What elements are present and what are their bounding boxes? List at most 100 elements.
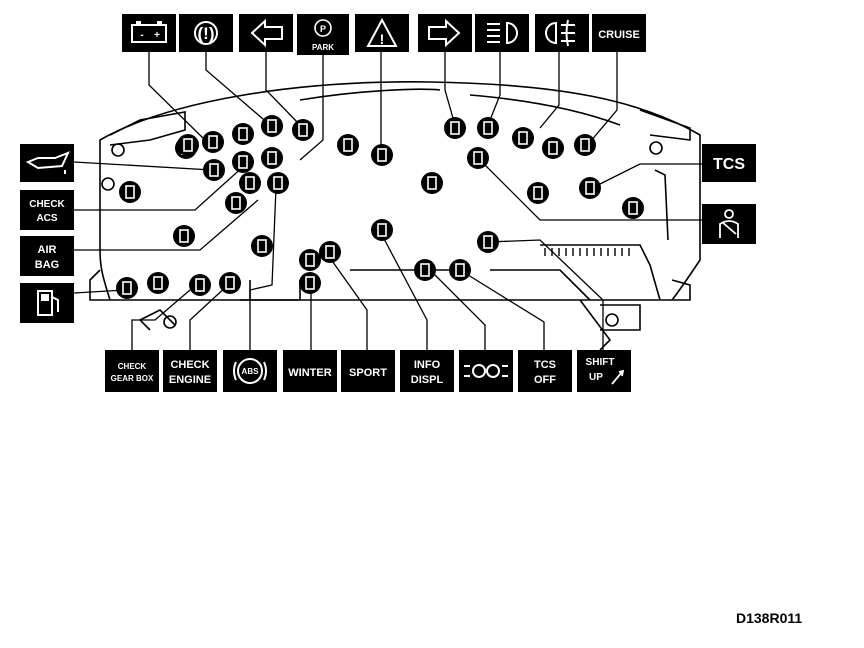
svg-text:P: P bbox=[320, 24, 326, 34]
brake-warning-icon: (!) bbox=[179, 14, 233, 52]
bulb-filament bbox=[377, 148, 387, 162]
svg-text:TCS: TCS bbox=[534, 359, 556, 371]
bulb-filament bbox=[427, 176, 437, 190]
svg-text:WINTER: WINTER bbox=[288, 367, 331, 379]
tcs-label: TCS bbox=[702, 144, 756, 182]
svg-text:TCS: TCS bbox=[713, 156, 745, 173]
svg-text:SPORT: SPORT bbox=[349, 367, 387, 379]
bulb-filament bbox=[628, 201, 638, 215]
fog-light-icon bbox=[535, 14, 589, 52]
bulb bbox=[147, 272, 169, 294]
figure-code: D138R011 bbox=[736, 610, 803, 626]
bulb-filament bbox=[208, 135, 218, 149]
svg-text:INFO: INFO bbox=[414, 359, 441, 371]
bulb-filament bbox=[483, 121, 493, 135]
bulb bbox=[267, 172, 289, 194]
parking-light-icon bbox=[459, 350, 513, 392]
info-displ-label: INFO DISPL bbox=[400, 350, 454, 392]
bulb-filament bbox=[209, 163, 219, 177]
bulb bbox=[299, 272, 321, 294]
bulb bbox=[225, 192, 247, 214]
bulb-filament bbox=[455, 263, 465, 277]
bulb-filament bbox=[305, 253, 315, 267]
bulb bbox=[371, 144, 393, 166]
svg-text:UP: UP bbox=[589, 372, 603, 383]
bulb-filament bbox=[257, 239, 267, 253]
bulb-filament bbox=[183, 138, 193, 152]
indicator-bulbs bbox=[116, 115, 644, 299]
bulb-filament bbox=[518, 131, 528, 145]
bulb bbox=[527, 182, 549, 204]
bulb bbox=[177, 134, 199, 156]
winter-label: WINTER bbox=[283, 350, 337, 392]
cluster-outline bbox=[89, 81, 701, 351]
bulb bbox=[203, 159, 225, 181]
bulb bbox=[579, 177, 601, 199]
right-icon-column: TCS bbox=[702, 144, 756, 244]
shift-up-label: SHIFT UP bbox=[577, 350, 631, 392]
bulb-filament bbox=[585, 181, 595, 195]
svg-text:ENGINE: ENGINE bbox=[169, 374, 211, 386]
svg-text:CRUISE: CRUISE bbox=[598, 29, 640, 41]
bulb bbox=[116, 277, 138, 299]
bulb bbox=[299, 249, 321, 271]
bulb bbox=[232, 151, 254, 173]
bulb bbox=[444, 117, 466, 139]
bulb-filament bbox=[231, 196, 241, 210]
right-turn-icon bbox=[418, 14, 472, 52]
bulb bbox=[371, 219, 393, 241]
svg-text:PARK: PARK bbox=[312, 43, 334, 52]
air-bag-label: AIR BAG bbox=[20, 236, 74, 276]
high-beam-icon bbox=[475, 14, 529, 52]
bulb-filament bbox=[325, 245, 335, 259]
bulb bbox=[467, 147, 489, 169]
svg-text:CHECK: CHECK bbox=[170, 359, 209, 371]
oil-pressure-icon bbox=[20, 144, 74, 182]
bulb-filament bbox=[580, 138, 590, 152]
svg-text:OFF: OFF bbox=[534, 374, 556, 386]
bulb-filament bbox=[267, 119, 277, 133]
cruise-label: CRUISE bbox=[592, 14, 646, 52]
bulb-filament bbox=[238, 127, 248, 141]
bulb bbox=[477, 231, 499, 253]
bulb bbox=[421, 172, 443, 194]
bulb-filament bbox=[245, 176, 255, 190]
check-gearbox-label: CHECK GEAR BOX bbox=[105, 350, 159, 392]
svg-text:-: - bbox=[140, 30, 143, 41]
svg-text:CHECK: CHECK bbox=[29, 199, 65, 210]
bulb-filament bbox=[483, 235, 493, 249]
bulb bbox=[292, 119, 314, 141]
bulb-filament bbox=[298, 123, 308, 137]
bulb-filament bbox=[450, 121, 460, 135]
bulb bbox=[574, 134, 596, 156]
check-engine-label: CHECK ENGINE bbox=[163, 350, 217, 392]
bulb bbox=[261, 147, 283, 169]
svg-text:(!): (!) bbox=[198, 24, 215, 43]
sport-label: SPORT bbox=[341, 350, 395, 392]
bulb bbox=[449, 259, 471, 281]
svg-text:CHECK: CHECK bbox=[118, 362, 147, 371]
bulb bbox=[319, 241, 341, 263]
bulb bbox=[337, 134, 359, 156]
bulb bbox=[239, 172, 261, 194]
bulb bbox=[202, 131, 224, 153]
bulb-filament bbox=[377, 223, 387, 237]
bulb-filament bbox=[238, 155, 248, 169]
seatbelt-icon bbox=[702, 204, 756, 244]
abs-icon: ABS bbox=[223, 350, 277, 392]
svg-text:+: + bbox=[154, 30, 160, 41]
left-turn-icon bbox=[239, 14, 293, 52]
left-icon-column: CHECK ACS AIR BAG bbox=[20, 144, 74, 323]
bulb bbox=[477, 117, 499, 139]
leader-lines bbox=[73, 52, 702, 350]
svg-text:ABS: ABS bbox=[242, 367, 260, 376]
svg-text:GEAR BOX: GEAR BOX bbox=[111, 374, 154, 383]
bulb bbox=[414, 259, 436, 281]
bulb-filament bbox=[420, 263, 430, 277]
bottom-icon-row: CHECK GEAR BOX CHECK ENGINE ABS WINTER S… bbox=[105, 350, 631, 392]
bulb bbox=[173, 225, 195, 247]
bulb bbox=[219, 272, 241, 294]
bulb-filament bbox=[305, 276, 315, 290]
tcs-off-label: TCS OFF bbox=[518, 350, 572, 392]
